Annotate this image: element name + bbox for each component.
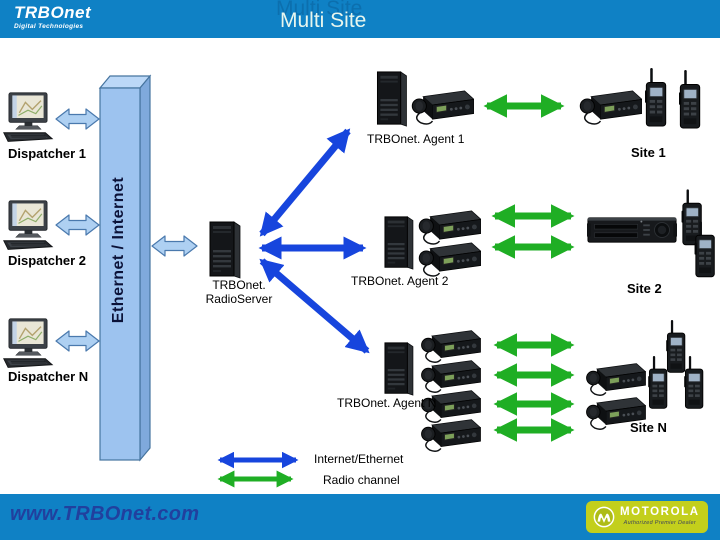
desktop-computer-icon-dispatcher1 [2,92,54,144]
portable-radio-icon-site2-b [694,221,718,279]
motorola-tagline-text: Authorized Premier Dealer [623,520,696,527]
server-tower-icon-agent2 [381,215,415,271]
dispatcher1-label: Dispatcher 1 [8,146,87,161]
server-tower-icon-agentN [381,341,415,397]
trbonet-logo-text: TRBOnet [14,3,92,22]
motorola-logo-icon [593,506,615,528]
radioserver-label-line2: RadioServer [205,291,273,306]
mobile-radio-icon-agentN-d [417,416,481,452]
agent1-label: TRBOnet. Agent 1 [367,132,465,146]
dispatcherN-label: Dispatcher N [8,369,89,384]
ethernet-link-arrow-dispatcher2 [55,214,100,236]
site2-label: Site 2 [627,281,662,296]
dispatcher2-label: Dispatcher 2 [8,253,87,268]
radioserver-label: TRBOnet. RadioServer [174,278,304,307]
motorola-brand-text: MOTOROLA [620,506,700,519]
radioserver-label-line1: TRBOnet. [212,278,266,292]
desktop-computer-icon-dispatcher2 [2,200,54,252]
ethernet-link-arrow-dispatcher1 [55,108,100,130]
mobile-radio-icon-site1 [576,86,642,126]
portable-radio-icon-site1-a [644,68,670,128]
mobile-radio-icon-agent2-b [415,239,481,277]
portable-radio-icon-siteN-c [683,356,707,410]
portable-radio-icon-site1-b [678,70,704,130]
page-title: Multi Site [280,9,367,32]
ethernet-link-arrow-dispatcherN [55,330,100,352]
trbonet-logo: TRBOnet Digital Technologies [14,4,91,31]
header-bar: TRBOnet Digital Technologies Multi Site [0,0,720,38]
mobile-radio-icon-agent1 [408,86,474,126]
legend-internet-label: Internet/Ethernet [314,452,404,466]
agentN-label: TRBOnet. Agent N [337,396,437,410]
motorola-dealer-badge: MOTOROLA Authorized Premier Dealer [586,501,708,533]
trbonet-logo-tagline: Digital Technologies [14,23,84,30]
agent2-label: TRBOnet. Agent 2 [351,274,449,288]
website-link: www.TRBOnet.com [10,503,200,525]
ethernet-link-arrow-radioserver [151,235,198,257]
siteN-label: Site N [630,420,667,435]
server-tower-icon-agent1 [373,70,409,128]
legend-radio-label: Radio channel [323,473,400,487]
mobile-radio-icon-siteN-a [582,360,646,396]
server-tower-icon-radioserver [206,220,242,280]
ip-link-arrow-agent1 [259,128,351,237]
desktop-computer-icon-dispatcherN [2,318,54,370]
repeater-icon-site2 [587,215,677,245]
ethernet-backbone-label: Ethernet / Internet [110,176,127,324]
site1-label: Site 1 [631,145,666,160]
